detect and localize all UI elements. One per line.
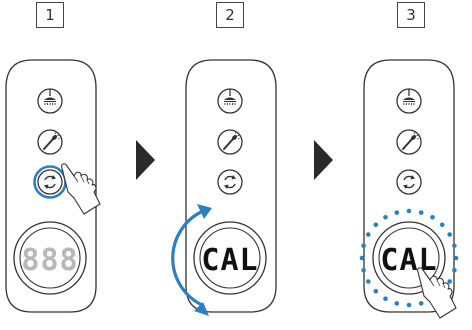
step-2-number: 2 bbox=[216, 2, 244, 28]
calibrate-cycle-icon[interactable] bbox=[217, 169, 243, 195]
indicator-dot bbox=[439, 222, 445, 228]
indicator-dot bbox=[394, 210, 400, 215]
indicator-dot bbox=[373, 222, 379, 228]
panel-1: 888 bbox=[5, 59, 101, 313]
rotate-arc bbox=[171, 209, 204, 307]
indicator-dot bbox=[394, 301, 400, 306]
indicator-dot bbox=[406, 302, 412, 308]
indicator-dot bbox=[430, 215, 435, 220]
indicator-dot bbox=[418, 301, 424, 306]
display-dial[interactable] bbox=[199, 227, 261, 289]
shower-head-icon[interactable] bbox=[37, 88, 63, 114]
indicator-dot bbox=[359, 255, 365, 261]
calibrate-cycle-icon[interactable] bbox=[396, 169, 422, 195]
indicator-dot bbox=[418, 210, 424, 215]
panel-2: CAL bbox=[171, 59, 277, 316]
indicator-dot bbox=[453, 255, 459, 261]
indicator-dot bbox=[383, 296, 388, 302]
hand-shower-icon[interactable] bbox=[217, 129, 243, 155]
rotate-down-arrow-icon bbox=[194, 302, 209, 316]
indicator-dot bbox=[452, 243, 457, 249]
indicator-dot bbox=[366, 279, 371, 284]
panel-3: CAL bbox=[359, 59, 459, 319]
indicator-dot bbox=[452, 267, 457, 273]
display-dial[interactable] bbox=[19, 227, 81, 289]
indicator-dot bbox=[447, 232, 453, 237]
hand-shower-icon[interactable] bbox=[396, 129, 422, 155]
display-readout: 888 bbox=[21, 243, 78, 278]
indicator-dot bbox=[406, 208, 412, 214]
display-readout: CAL bbox=[380, 243, 437, 278]
step-1-number: 1 bbox=[36, 2, 64, 28]
indicator-dot bbox=[366, 232, 371, 237]
calibrate-cycle-icon[interactable] bbox=[37, 169, 63, 195]
indicator-dot bbox=[361, 267, 366, 273]
rotate-up-arrow-icon bbox=[197, 204, 212, 219]
next-arrow-icon bbox=[136, 140, 155, 180]
display-readout: CAL bbox=[201, 243, 258, 278]
indicator-dot bbox=[373, 288, 379, 294]
indicator-dot bbox=[447, 279, 453, 284]
indicator-dot bbox=[383, 215, 388, 220]
step-3-number: 3 bbox=[397, 2, 425, 28]
next-arrow-icon bbox=[314, 140, 333, 180]
shower-head-icon[interactable] bbox=[396, 88, 422, 114]
hand-shower-icon[interactable] bbox=[37, 129, 63, 155]
shower-head-icon[interactable] bbox=[217, 88, 243, 114]
indicator-dot bbox=[361, 243, 366, 249]
